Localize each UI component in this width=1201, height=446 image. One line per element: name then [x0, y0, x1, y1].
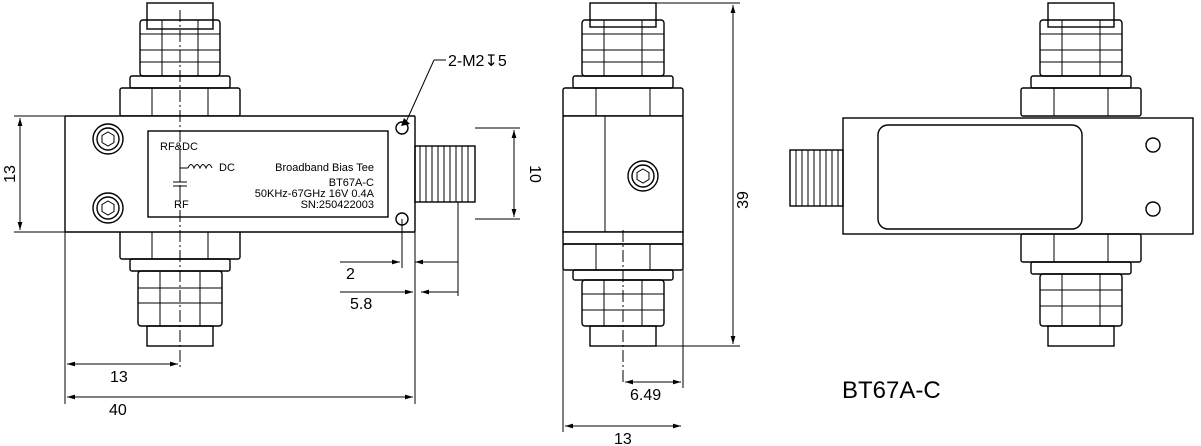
label-port-rfdc: RF&DC	[160, 141, 198, 153]
label-model: BT67A-C	[329, 177, 374, 189]
bias-tee-schematic-icon	[173, 153, 213, 196]
side-view: 39 6.49 13	[562, 2, 752, 446]
mounting-hole-icon	[1145, 137, 1161, 153]
bottom-connector-back	[1020, 233, 1142, 347]
bottom-connector-front	[119, 230, 241, 347]
hex-screw-icon	[92, 192, 124, 224]
dim-center-13: 13	[110, 369, 128, 386]
hex-screw-icon	[92, 123, 124, 155]
dim-connector-length: 10	[526, 165, 543, 183]
label-port-rf: RF	[174, 199, 189, 211]
label-spec: 50KHz-67GHz 16V 0.4A	[255, 188, 375, 200]
back-view	[789, 2, 1194, 347]
label-product-name: Broadband Bias Tee	[275, 162, 374, 174]
dim-hole-offset-2: 2	[346, 266, 355, 283]
side-connector-front	[414, 145, 476, 203]
dim-side-width-13: 13	[614, 431, 632, 446]
hex-screw-icon	[627, 160, 659, 192]
mounting-hole-icon	[395, 121, 409, 135]
back-body	[842, 117, 1194, 235]
label-plate	[147, 130, 389, 218]
dim-front-height: 13	[2, 165, 19, 183]
label-serial: SN:250422003	[301, 199, 374, 211]
top-connector-back	[1020, 2, 1142, 117]
dim-side-height-39: 39	[735, 191, 752, 209]
back-label-recess	[877, 124, 1083, 230]
side-body	[562, 115, 684, 233]
dim-total-40: 40	[109, 402, 127, 419]
mounting-hole-icon	[1145, 201, 1161, 217]
front-view: RF&DC DC RF Broadband Bias Tee BT67A-C 5…	[2, 2, 543, 419]
dim-hole-offset-58: 5.8	[350, 296, 372, 313]
side-connector-back	[789, 149, 844, 207]
dim-side-offset-649: 6.49	[630, 387, 661, 404]
top-connector-side	[562, 2, 684, 117]
callout-mounting-holes: 2-M2↧5	[448, 53, 507, 70]
label-port-dc: DC	[219, 162, 235, 174]
product-title: BT67A-C	[842, 377, 941, 404]
